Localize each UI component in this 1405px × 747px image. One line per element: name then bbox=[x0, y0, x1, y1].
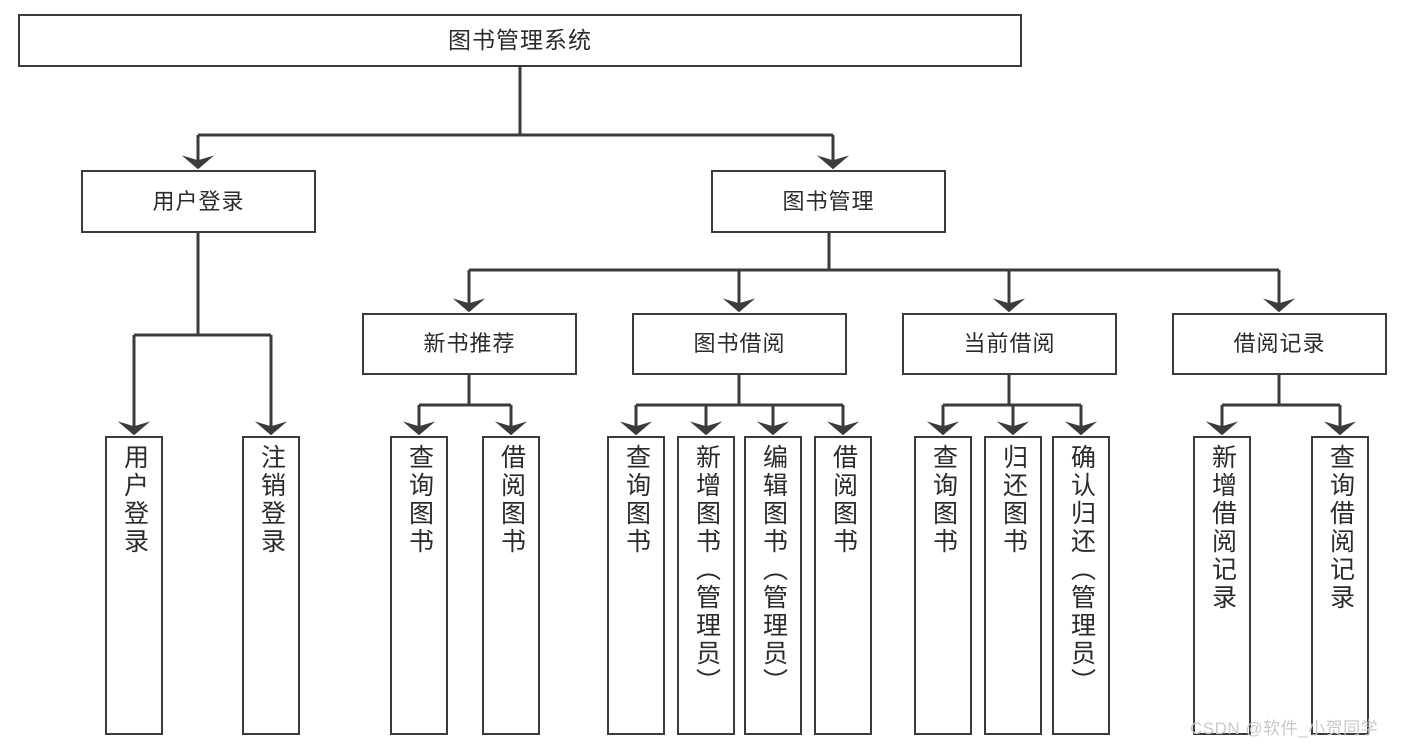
node-leaf-query-book-2[interactable]: 查询图书 bbox=[607, 436, 665, 735]
node-leaf-return-book[interactable]: 归还图书 bbox=[984, 436, 1042, 735]
node-leaf-query-record-label: 查询借阅记录 bbox=[1326, 444, 1355, 612]
node-leaf-borrow-book-1-label: 借阅图书 bbox=[497, 444, 526, 556]
node-leaf-query-record[interactable]: 查询借阅记录 bbox=[1311, 436, 1369, 735]
node-leaf-confirm-return[interactable]: 确认归还（管理员） bbox=[1052, 436, 1110, 735]
node-new-book-recommend[interactable]: 新书推荐 bbox=[362, 313, 577, 375]
node-book-borrow-label: 图书借阅 bbox=[693, 331, 786, 357]
node-leaf-query-book-2-label: 查询图书 bbox=[622, 444, 651, 556]
node-leaf-logout-login-label: 注销登录 bbox=[257, 444, 286, 556]
node-leaf-user-login-label: 用户登录 bbox=[120, 444, 149, 556]
node-leaf-edit-book[interactable]: 编辑图书（管理员） bbox=[744, 436, 802, 735]
node-book-manage-label: 图书管理 bbox=[782, 188, 875, 214]
node-leaf-add-book[interactable]: 新增图书（管理员） bbox=[677, 436, 735, 735]
node-root-label: 图书管理系统 bbox=[448, 26, 592, 53]
node-user-login-label: 用户登录 bbox=[152, 188, 245, 214]
node-new-book-recommend-label: 新书推荐 bbox=[423, 331, 516, 357]
node-leaf-borrow-book-1[interactable]: 借阅图书 bbox=[482, 436, 540, 735]
node-leaf-confirm-return-label: 确认归还（管理员） bbox=[1067, 444, 1096, 696]
node-leaf-add-book-label: 新增图书（管理员） bbox=[692, 444, 721, 696]
node-leaf-borrow-book-2-label: 借阅图书 bbox=[829, 444, 858, 556]
node-leaf-edit-book-label: 编辑图书（管理员） bbox=[759, 444, 788, 696]
node-user-login[interactable]: 用户登录 bbox=[81, 170, 316, 233]
watermark-text: CSDN @软件_小贺同学 bbox=[1190, 719, 1379, 738]
node-leaf-query-book-1[interactable]: 查询图书 bbox=[390, 436, 448, 735]
node-book-manage[interactable]: 图书管理 bbox=[711, 170, 946, 233]
node-borrow-record[interactable]: 借阅记录 bbox=[1172, 313, 1387, 375]
node-root[interactable]: 图书管理系统 bbox=[18, 14, 1022, 67]
node-leaf-add-record-label: 新增借阅记录 bbox=[1208, 444, 1237, 612]
node-leaf-query-book-3[interactable]: 查询图书 bbox=[914, 436, 972, 735]
node-book-borrow[interactable]: 图书借阅 bbox=[632, 313, 847, 375]
node-borrow-record-label: 借阅记录 bbox=[1233, 331, 1326, 357]
node-leaf-return-book-label: 归还图书 bbox=[999, 444, 1028, 556]
node-leaf-logout-login[interactable]: 注销登录 bbox=[242, 436, 300, 735]
node-leaf-query-book-3-label: 查询图书 bbox=[929, 444, 958, 556]
node-leaf-user-login[interactable]: 用户登录 bbox=[105, 436, 163, 735]
node-leaf-borrow-book-2[interactable]: 借阅图书 bbox=[814, 436, 872, 735]
node-leaf-query-book-1-label: 查询图书 bbox=[405, 444, 434, 556]
node-current-borrow-label: 当前借阅 bbox=[963, 331, 1056, 357]
node-leaf-add-record[interactable]: 新增借阅记录 bbox=[1193, 436, 1251, 735]
node-current-borrow[interactable]: 当前借阅 bbox=[902, 313, 1117, 375]
